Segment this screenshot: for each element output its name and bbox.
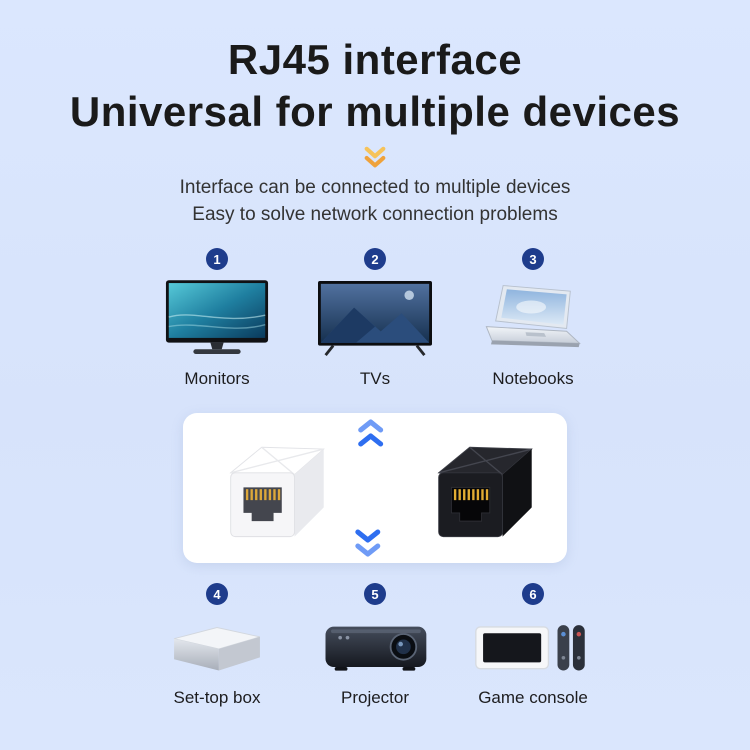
- double-chevron-up-blue-icon: [353, 418, 389, 448]
- number-badge-6: 6: [522, 583, 544, 605]
- description-line-2: Easy to solve network connection problem…: [192, 204, 558, 225]
- laptop-icon: [477, 277, 589, 359]
- white-rj45-coupler: [205, 429, 333, 548]
- device-label-projector: Projector: [340, 688, 410, 707]
- number-badge-2: 2: [364, 248, 386, 270]
- device-set-top-box: 4 Set-top box: [141, 583, 293, 708]
- device-tvs: 2 TVs: [299, 248, 451, 389]
- set-top-box-icon: [161, 612, 273, 678]
- device-notebooks: 3: [457, 248, 609, 389]
- header: RJ45 interface Universal for multiple de…: [0, 0, 750, 228]
- monitor-icon: [165, 277, 269, 359]
- description-line-1: Interface can be connected to multiple d…: [179, 177, 571, 198]
- page-title: RJ45 interface Universal for multiple de…: [0, 34, 750, 138]
- description: Interface can be connected to multiple d…: [0, 174, 750, 228]
- number-badge-3: 3: [522, 248, 544, 270]
- projector-icon: [320, 612, 430, 678]
- device-projector: 5: [299, 583, 451, 708]
- title-line-2: Universal for multiple devices: [69, 88, 681, 135]
- device-game-console: 6 Game console: [457, 583, 609, 708]
- device-label-tvs: TVs: [359, 369, 391, 388]
- device-label-notebooks: Notebooks: [492, 369, 574, 388]
- device-monitors: 1 Monitors: [141, 248, 293, 389]
- game-console-icon: [474, 612, 592, 678]
- number-badge-5: 5: [364, 583, 386, 605]
- coupler-card: [183, 413, 567, 563]
- device-label-set-top-box: Set-top box: [173, 688, 261, 707]
- double-chevron-down-orange-icon: [361, 146, 389, 170]
- device-label-monitors: Monitors: [184, 369, 250, 388]
- title-line-1: RJ45 interface: [227, 36, 523, 83]
- device-row-top: 1 Monitors 2: [0, 248, 750, 389]
- device-row-bottom: 4 Set-top box 5: [0, 583, 750, 708]
- number-badge-1: 1: [206, 248, 228, 270]
- device-label-game-console: Game console: [478, 688, 588, 707]
- double-chevron-down-blue-icon: [350, 528, 386, 558]
- number-badge-4: 4: [206, 583, 228, 605]
- tv-icon: [318, 277, 432, 359]
- black-rj45-coupler: [413, 429, 541, 548]
